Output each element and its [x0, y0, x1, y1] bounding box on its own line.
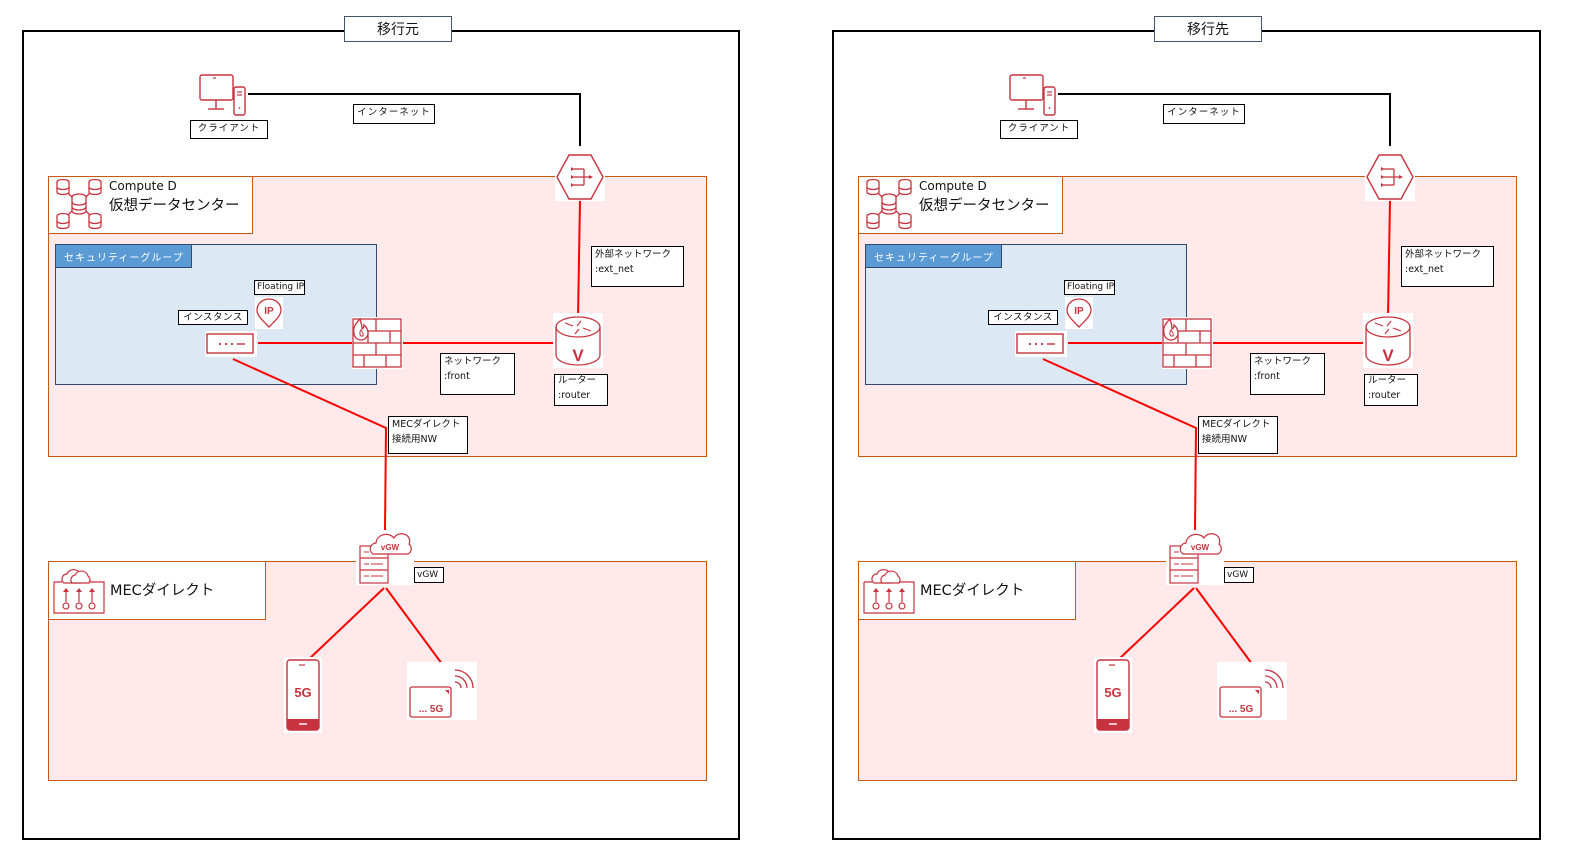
vgw-label: vGW: [1224, 567, 1254, 583]
front-net-label: ネットワーク:front: [440, 353, 515, 395]
floating-ip-icon-text: IP: [264, 306, 274, 317]
mec-nw-label: MECダイレクト接続用NW: [388, 416, 468, 454]
vgw-icon-text: vGW: [1191, 543, 1210, 552]
floating-ip-label: Floating IP: [1064, 280, 1115, 295]
smartphone-icon-text: 5G: [294, 685, 311, 700]
vgw-icon: vGW: [1166, 530, 1224, 585]
vgw-icon-text: vGW: [381, 543, 400, 552]
security-group-label: セキュリティーグループ: [866, 245, 1002, 268]
instance-server-icon: [1015, 331, 1067, 357]
smartphone-icon-text: 5G: [1104, 685, 1121, 700]
firewall-icon: [1162, 317, 1213, 369]
router-icon-text: V: [572, 346, 584, 365]
smartphone-5g-icon: 5G: [1094, 657, 1132, 733]
floating-ip-icon: IP: [1065, 297, 1093, 329]
panel-title: 移行先: [1154, 16, 1262, 42]
mec-direct-cloud-icon: [52, 568, 106, 614]
vgw-icon: vGW: [356, 530, 414, 585]
compute-d-zone-header: [48, 176, 253, 234]
floating-ip-icon-text: IP: [1074, 306, 1084, 317]
security-group-label: セキュリティーグループ: [56, 245, 192, 268]
mec-direct-zone-header: [858, 561, 1076, 620]
router-icon-text: V: [1382, 346, 1394, 365]
client-label: クライアント: [190, 120, 268, 139]
mec-direct-title: MECダイレクト: [110, 583, 215, 599]
datacenter-databases-icon: [53, 178, 105, 230]
firewall-icon: [352, 317, 403, 369]
router-label: ルーター:router: [554, 374, 608, 406]
smartphone-5g-icon: 5G: [284, 657, 322, 733]
mec-direct-title: MECダイレクト: [920, 583, 1025, 599]
internet-gateway-hexagon-icon: [555, 153, 605, 201]
migration-source-panel: 移行元 クライアント インターネット: [0, 0, 760, 847]
compute-d-title: Compute D: [919, 179, 987, 193]
instance-label: インスタンス: [988, 310, 1058, 325]
desktop-computer-icon: [198, 73, 248, 118]
virtual-datacenter-title: 仮想データセンター: [919, 198, 1050, 214]
ext-net-label: 外部ネットワーク:ext_net: [591, 246, 684, 287]
internet-label: インターネット: [353, 104, 435, 124]
5g-router-icon: ... 5G: [1217, 662, 1287, 720]
compute-d-title: Compute D: [109, 179, 177, 193]
mec-direct-zone-header: [48, 561, 266, 620]
instance-server-icon: [205, 331, 257, 357]
floating-ip-label: Floating IP: [254, 280, 305, 295]
desktop-computer-icon: [1008, 73, 1058, 118]
floating-ip-icon: IP: [255, 297, 283, 329]
panel-title: 移行元: [344, 16, 452, 42]
mec-direct-cloud-icon: [862, 568, 916, 614]
5g-router-icon: ... 5G: [407, 662, 477, 720]
5g-router-icon-text: ... 5G: [1229, 704, 1254, 715]
migration-target-panel: 移行先 クライアント インターネット: [810, 0, 1570, 847]
mec-nw-label: MECダイレクト接続用NW: [1198, 416, 1278, 454]
router-icon: V: [553, 313, 603, 368]
ext-net-label: 外部ネットワーク:ext_net: [1401, 246, 1494, 287]
vgw-label: vGW: [414, 567, 444, 583]
5g-router-icon-text: ... 5G: [419, 704, 444, 715]
internet-label: インターネット: [1163, 104, 1245, 124]
internet-gateway-hexagon-icon: [1365, 153, 1415, 201]
client-label: クライアント: [1000, 120, 1078, 139]
virtual-datacenter-title: 仮想データセンター: [109, 198, 240, 214]
instance-label: インスタンス: [178, 310, 248, 325]
front-net-label: ネットワーク:front: [1250, 353, 1325, 395]
router-label: ルーター:router: [1364, 374, 1418, 406]
router-icon: V: [1363, 313, 1413, 368]
datacenter-databases-icon: [863, 178, 915, 230]
